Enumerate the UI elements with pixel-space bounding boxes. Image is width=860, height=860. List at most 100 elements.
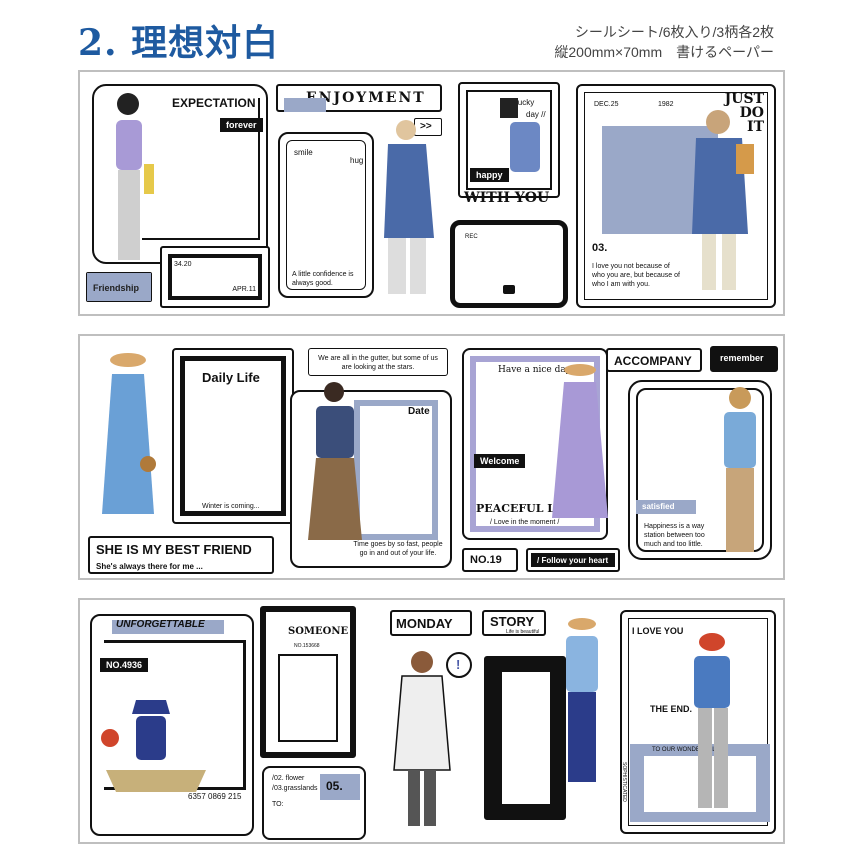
lucky-day-frame: [466, 90, 552, 190]
i-love-you-frame: [628, 618, 768, 826]
happy-tag: happy: [470, 168, 509, 182]
someone-sticker[interactable]: SOMEONE NO.153668: [260, 606, 356, 758]
satisfied-frame: [636, 388, 764, 552]
winter-text: Winter is coming...: [202, 503, 260, 510]
just-do-it-label: JUST DO IT: [724, 91, 764, 135]
exclaim-icon: !: [456, 657, 461, 672]
gutter-quote-sticker[interactable]: We are all in the gutter, but some of us…: [308, 348, 448, 376]
best-friend-sticker[interactable]: SHE IS MY BEST FRIEND She's always there…: [88, 536, 274, 574]
remember-label: remember: [720, 353, 764, 363]
date-card-paper: [360, 406, 432, 534]
no19-sticker[interactable]: NO.19: [462, 548, 518, 572]
denim-jacket-figure-illustration: [724, 387, 756, 552]
daily-life-label: Daily Life: [202, 370, 260, 385]
arrows-label: >>: [420, 121, 432, 132]
follow-heart-sticker[interactable]: / Follow your heart: [526, 548, 620, 572]
monday-sticker[interactable]: MONDAY: [390, 610, 472, 636]
overalls-figure-illustration: [500, 98, 540, 172]
backpack-figure-illustration: [566, 618, 598, 782]
to-label: TO:: [272, 801, 284, 808]
time-goes-text: Time goes by so fast, people go in and o…: [353, 541, 443, 557]
the-end-label: THE END.: [650, 704, 693, 714]
lucky-label: lucky: [516, 98, 535, 107]
film-strip-sticker[interactable]: [484, 656, 566, 820]
story-sub: Life is beautiful: [506, 629, 540, 635]
nice-day-label: Have a nice day: [498, 365, 571, 375]
bread-coat-figure-illustration: [692, 110, 754, 290]
camera-screen-sticker[interactable]: REC: [450, 220, 568, 308]
someone-label: SOMEONE: [288, 626, 349, 637]
product-specs: シールシート/6枚入り/3柄各2枚 縦200mm×70mm 書けるペーパー: [554, 22, 774, 62]
rec-label: REC: [465, 234, 478, 240]
woman-figure-illustration: [116, 93, 154, 260]
to-our-label: TO OUR WONDERFUL: [652, 747, 716, 753]
friendship-bg: [87, 273, 151, 301]
expectation-label: EXPECTATION: [172, 96, 256, 110]
film-frame-sticker[interactable]: 34.20 APR.11: [160, 246, 270, 308]
smile-note-frame: [286, 140, 366, 290]
story-label: STORY: [490, 614, 535, 629]
seated-bucket-hat-figure-illustration: [101, 700, 206, 792]
friendship-label: Friendship: [93, 283, 140, 293]
sticker-sheet-2: Daily Life Winter is coming... We are al…: [78, 334, 785, 580]
enjoyment-label: ENJOYMENT: [306, 90, 426, 106]
someone-number: NO.153668: [294, 643, 320, 649]
sophisticated-label: SOPHISTICATED: [621, 762, 627, 802]
smile-label: smile: [294, 148, 313, 157]
just-do-it-frame: [584, 92, 768, 300]
lavender-dress-figure-illustration: [552, 364, 608, 518]
n05-tag: 05.: [320, 774, 360, 800]
story-sticker[interactable]: STORY Life is beautiful: [482, 610, 546, 636]
welcome-tag: Welcome: [474, 454, 526, 468]
year-label: 1982: [658, 101, 674, 108]
man-coat-figure-illustration: [384, 120, 434, 294]
film-label-a: 34.20: [174, 261, 192, 268]
follow-heart-label: / Follow your heart: [531, 553, 615, 567]
accompany-label: ACCOMPANY: [614, 354, 692, 368]
white-coat-figure-illustration: [393, 651, 451, 826]
happiness-text: Happiness is a way station between too m…: [644, 523, 705, 548]
peaceful-label: PEACEFUL LOV: [476, 502, 573, 515]
with-you-label: WITH YOU: [464, 190, 550, 206]
spec-line-2: 縦200mm×70mm 書けるペーパー: [554, 44, 774, 60]
daily-life-frame: [180, 356, 286, 516]
love-moment-text: / Love in the moment /: [490, 519, 560, 526]
forever-tag: forever: [220, 118, 263, 132]
remember-sticker[interactable]: remember: [710, 346, 778, 372]
accompany-sticker[interactable]: ACCOMPANY: [606, 348, 702, 372]
barcode-text: 6357 0869 215: [188, 792, 242, 801]
unforgettable-band: [112, 620, 224, 634]
hat-dress-figure-illustration: [102, 353, 156, 514]
camera-icon: [503, 285, 515, 294]
best-friend-label: SHE IS MY BEST FRIEND: [96, 542, 252, 557]
monday-label: MONDAY: [396, 616, 453, 631]
date-label: Date: [408, 406, 430, 417]
hug-label: hug: [350, 156, 364, 165]
smile-note-sticker[interactable]: smile hug A little confidence is always …: [278, 132, 374, 298]
page-header: 2. 理想対白 シールシート/6枚入り/3柄各2枚 縦200mm×70mm 書け…: [0, 0, 860, 72]
unforgettable-sticker[interactable]: UNFORGETTABLE NO.4936 6357 0869 215: [90, 614, 254, 836]
striped-jacket-figure-illustration: [308, 382, 362, 540]
film-label-b: APR.11: [232, 286, 256, 293]
satisfied-tag: satisfied: [636, 500, 696, 514]
flower-note-sticker[interactable]: /02. flower /03.grasslands TO: 05.: [262, 766, 366, 840]
always-there-text: She's always there for me ...: [96, 562, 203, 571]
daily-life-sticker[interactable]: Daily Life Winter is coming...: [172, 348, 294, 524]
enjoyment-stripes: [284, 98, 326, 112]
grasslands-label: /03.grasslands: [272, 785, 318, 792]
film-frame-inner: [168, 254, 262, 300]
sticker-sheet-1: EXPECTATION forever Friendship 34.20 APR…: [78, 70, 785, 316]
exclaim-badge[interactable]: !: [446, 652, 472, 678]
expectation-frame: [142, 98, 260, 240]
sticker-sheet-3: UNFORGETTABLE NO.4936 6357 0869 215 SOME…: [78, 598, 785, 844]
gutter-quote-text: We are all in the gutter, but some of us…: [318, 355, 438, 371]
plaid-shirt-figure-illustration: [694, 633, 730, 808]
confidence-text: A little confidence is always good.: [292, 271, 354, 287]
flower-label: /02. flower: [272, 775, 305, 782]
spec-line-1: シールシート/6枚入り/3柄各2枚: [574, 24, 774, 40]
date-label: DEC.25: [594, 101, 619, 108]
page-title: 2. 理想対白: [78, 22, 280, 64]
lucky-day-sticker[interactable]: lucky day // happy: [458, 82, 560, 198]
someone-box: [278, 654, 338, 742]
friendship-sticker[interactable]: Friendship: [86, 272, 152, 302]
